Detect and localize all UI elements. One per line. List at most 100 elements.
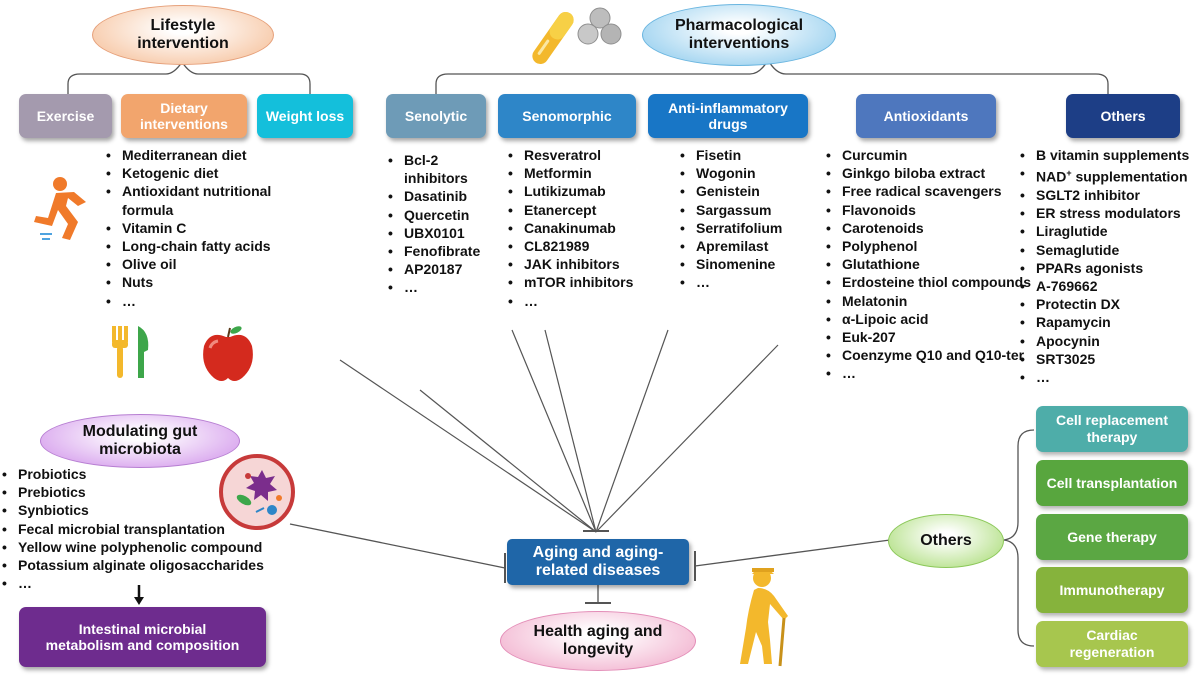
list-item: Probiotics (2, 465, 318, 483)
list-item: A-769662 (1020, 277, 1200, 295)
exercise-box: Exercise (19, 94, 112, 138)
list-item: JAK inhibitors (508, 255, 654, 273)
list-item: Bcl-2 inhibitors (388, 151, 504, 187)
apple-icon (203, 326, 253, 381)
list-item: Glutathione (826, 255, 1042, 273)
list-item: Flavonoids (826, 201, 1042, 219)
others-list: B vitamin supplementsNAD+ supplementatio… (1018, 146, 1200, 387)
aging-diseases-center-box: Aging and aging-related diseases (507, 539, 689, 585)
list-item-nad: NAD+ supplementation (1020, 164, 1200, 186)
pill-icon (532, 11, 574, 65)
antioxidants-list: CurcuminGinkgo biloba extractFree radica… (824, 146, 1042, 383)
list-item: Fecal microbial transplantation (2, 520, 318, 538)
list-item: … (2, 574, 318, 592)
list-item: Erdosteine thiol compounds (826, 273, 1042, 291)
therapies-brace (1003, 429, 1035, 647)
gut-link-line (289, 523, 506, 569)
list-item: B vitamin supplements (1020, 146, 1200, 164)
cell-replacement-therapy-box: Cell replacement therapy (1036, 406, 1188, 452)
list-item: Curcumin (826, 146, 1042, 164)
list-item: Carotenoids (826, 219, 1042, 237)
elderly-person-icon (740, 568, 788, 667)
list-item: … (826, 364, 1042, 382)
list-item: Synbiotics (2, 501, 318, 519)
list-item: Long-chain fatty acids (106, 237, 292, 255)
list-item: … (508, 292, 654, 310)
list-item: UBX0101 (388, 224, 504, 242)
list-item: Genistein (680, 182, 826, 200)
senolytic-box: Senolytic (386, 94, 486, 138)
list-item: Canakinumab (508, 219, 654, 237)
list-item: Etanercept (508, 201, 654, 219)
dietary-interventions-box: Dietary interventions (121, 94, 247, 138)
list-item: Polyphenol (826, 237, 1042, 255)
list-item: … (680, 273, 826, 291)
tablets-icon (577, 7, 622, 45)
list-item: Apremilast (680, 237, 826, 255)
list-item: Free radical scavengers (826, 182, 1042, 200)
list-item: Wogonin (680, 164, 826, 182)
pharmacological-brace (435, 58, 1109, 94)
list-item: Lutikizumab (508, 182, 654, 200)
gut-microbiota-list: ProbioticsPrebioticsSynbioticsFecal micr… (0, 465, 318, 593)
list-item: Serratifolium (680, 219, 826, 237)
list-item: Antioxidant nutritional formula (106, 182, 292, 218)
list-item: Sargassum (680, 201, 826, 219)
list-item: Fenofibrate (388, 242, 504, 260)
list-item: Nuts (106, 273, 292, 291)
list-item: AP20187 (388, 260, 504, 278)
list-item: Euk-207 (826, 328, 1042, 346)
dietary-list: Mediterranean dietKetogenic dietAntioxid… (104, 146, 292, 310)
list-item: Prebiotics (2, 483, 318, 501)
list-item: Protectin DX (1020, 295, 1200, 313)
list-item: Coenzyme Q10 and Q10-ter (826, 346, 1042, 364)
list-item: Liraglutide (1020, 222, 1200, 240)
lifestyle-intervention-header: Lifestyle intervention (92, 5, 274, 65)
list-item: Olive oil (106, 255, 292, 273)
list-item: … (106, 292, 292, 310)
list-item: Sinomenine (680, 255, 826, 273)
list-item: Semaglutide (1020, 241, 1200, 259)
list-item: Potassium alginate oligosaccharides (2, 556, 318, 574)
list-item: α-Lipoic acid (826, 310, 1042, 328)
list-item: Ginkgo biloba extract (826, 164, 1042, 182)
nad-superscript: + (1066, 168, 1072, 179)
list-item: Dasatinib (388, 187, 504, 205)
list-item: Metformin (508, 164, 654, 182)
fork-knife-icon (112, 326, 149, 378)
senomorphic-list: ResveratrolMetforminLutikizumabEtanercep… (506, 146, 654, 310)
others-pharma-box: Others (1066, 94, 1180, 138)
anti-inflammatory-list: FisetinWogoninGenisteinSargassumSerratif… (678, 146, 826, 292)
cell-transplantation-box: Cell transplantation (1036, 460, 1188, 506)
list-item: SRT3025 (1020, 350, 1200, 368)
anti-inflammatory-drugs-box: Anti-inflammatory drugs (648, 94, 808, 138)
list-item: Mediterranean diet (106, 146, 292, 164)
list-item: Melatonin (826, 292, 1042, 310)
pharmacological-interventions-header: Pharmacological interventions (642, 4, 836, 66)
list-item: Ketogenic diet (106, 164, 292, 182)
list-item: Vitamin C (106, 219, 292, 237)
list-item: PPARs agonists (1020, 259, 1200, 277)
list-item: Quercetin (388, 206, 504, 224)
list-item: SGLT2 inhibitor (1020, 186, 1200, 204)
senomorphic-box: Senomorphic (498, 94, 636, 138)
list-item: … (388, 278, 504, 296)
weight-loss-box: Weight loss (257, 94, 353, 138)
converging-lines (339, 329, 779, 533)
lifestyle-brace (67, 60, 311, 94)
antioxidants-box: Antioxidants (856, 94, 996, 138)
nad-text: NAD (1036, 168, 1067, 185)
immunotherapy-box: Immunotherapy (1036, 567, 1188, 613)
runner-icon (34, 177, 86, 240)
list-item: Rapamycin (1020, 313, 1200, 331)
others-therapies-ellipse: Others (888, 514, 1004, 568)
list-item: Fisetin (680, 146, 826, 164)
cardiac-regeneration-box: Cardiac regeneration (1036, 621, 1188, 667)
modulating-gut-microbiota-header: Modulating gut microbiota (40, 414, 240, 468)
senolytic-list: Bcl-2 inhibitorsDasatinibQuercetinUBX010… (386, 151, 504, 297)
nad-suffix: supplementation (1071, 168, 1188, 185)
health-aging-longevity-ellipse: Health aging and longevity (500, 611, 696, 671)
gene-therapy-box: Gene therapy (1036, 514, 1188, 560)
list-item: ER stress modulators (1020, 204, 1200, 222)
list-item: Resveratrol (508, 146, 654, 164)
